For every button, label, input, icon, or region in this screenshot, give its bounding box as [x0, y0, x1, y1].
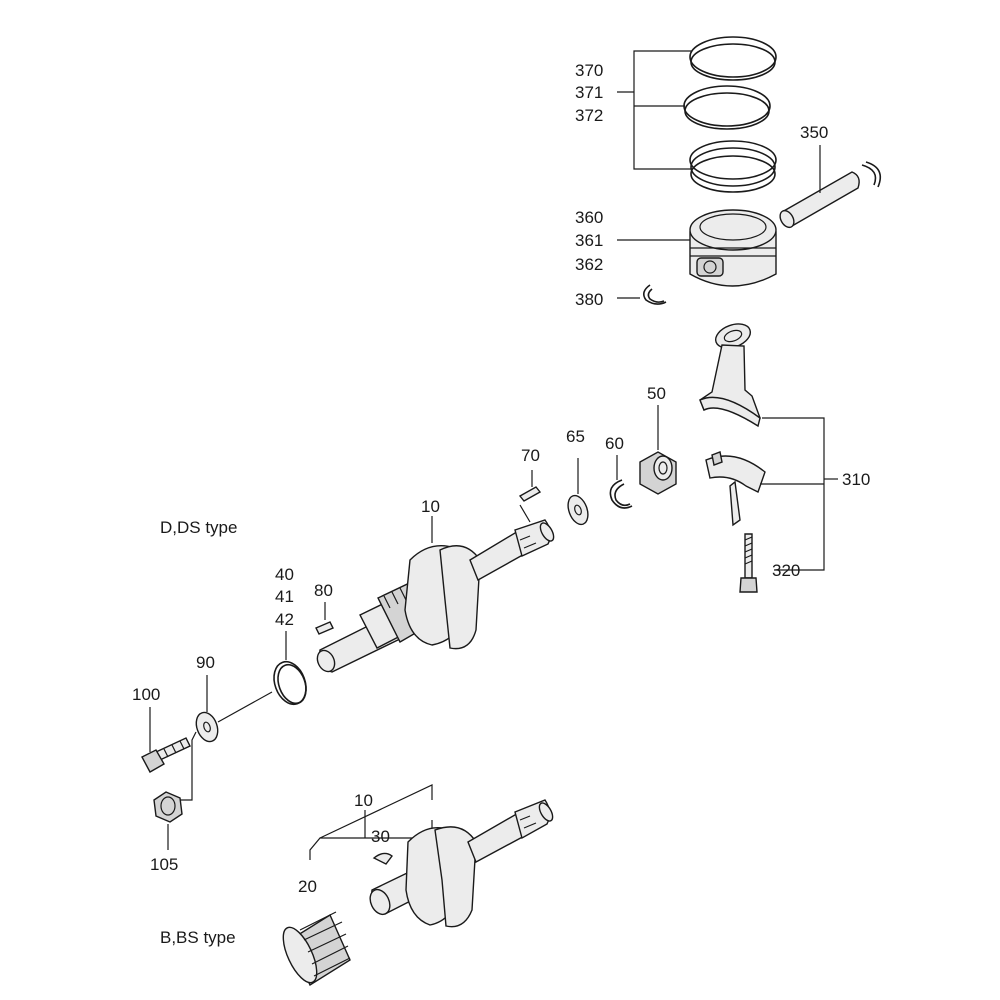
label-360: 360	[575, 208, 603, 227]
label-370: 370	[575, 61, 603, 80]
label-310: 310	[842, 470, 870, 489]
rod-bolt	[739, 533, 758, 593]
washer-60	[609, 455, 633, 509]
label-41: 41	[275, 587, 294, 606]
caption-ds-type: D,DS type	[160, 518, 237, 537]
label-105: 105	[150, 855, 178, 874]
circlip	[617, 284, 667, 305]
key-80	[315, 602, 334, 635]
piston-rings	[617, 36, 777, 193]
label-80: 80	[314, 581, 333, 600]
label-90: 90	[196, 653, 215, 672]
connecting-rod	[699, 323, 838, 571]
bolt-100	[141, 707, 191, 773]
gear-20	[282, 911, 351, 987]
piston-pin	[779, 145, 882, 229]
label-361: 361	[575, 231, 603, 250]
label-50: 50	[647, 384, 666, 403]
crankshaft-ds	[316, 516, 555, 673]
ring-40-42	[273, 631, 307, 706]
caption-bs-type: B,BS type	[160, 928, 236, 947]
nut-50	[639, 405, 677, 495]
label-42: 42	[275, 610, 294, 629]
washer-65	[567, 458, 589, 526]
label-65: 65	[566, 427, 585, 446]
label-380: 380	[575, 290, 603, 309]
label-100: 100	[132, 685, 160, 704]
label-30: 30	[371, 827, 390, 846]
washer-90	[178, 675, 273, 801]
key-30	[372, 852, 393, 865]
label-20: 20	[298, 877, 317, 896]
label-10-bs: 10	[354, 791, 373, 810]
label-362: 362	[575, 255, 603, 274]
label-70: 70	[521, 446, 540, 465]
piston	[617, 209, 777, 287]
label-350: 350	[800, 123, 828, 142]
label-320: 320	[772, 561, 800, 580]
nut-105	[153, 791, 183, 850]
pin-70	[518, 470, 542, 523]
crankshaft-bs	[309, 784, 554, 928]
label-372: 372	[575, 106, 603, 125]
label-371: 371	[575, 83, 603, 102]
label-40: 40	[275, 565, 294, 584]
label-60: 60	[605, 434, 624, 453]
label-10-ds: 10	[421, 497, 440, 516]
